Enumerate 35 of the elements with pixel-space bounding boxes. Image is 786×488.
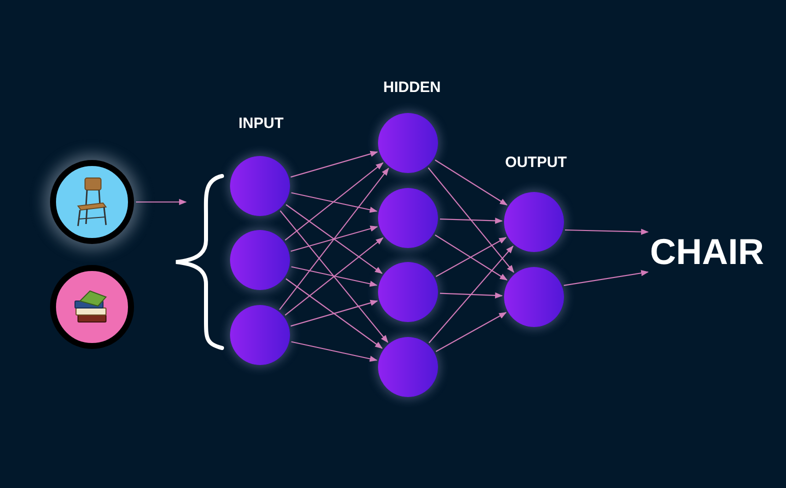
arrow <box>291 192 378 213</box>
arrow <box>279 168 389 310</box>
arrow <box>291 266 378 287</box>
arrow <box>436 312 507 352</box>
neuron-circle <box>378 188 438 248</box>
layer-heading: HIDDEN <box>383 79 441 96</box>
arrow <box>564 270 649 286</box>
picture-medallion <box>50 160 134 244</box>
neuron-circle <box>504 267 564 327</box>
arrow <box>434 160 508 206</box>
arrow <box>564 228 649 235</box>
neuron-circle <box>230 230 290 290</box>
output-label: CHAIR <box>650 232 764 272</box>
arrow <box>286 278 383 349</box>
neuron-circle <box>378 113 438 173</box>
neuron-circle <box>504 192 564 252</box>
arrow <box>428 246 514 344</box>
neuron-circle <box>230 305 290 365</box>
arrow <box>440 218 503 224</box>
layer-heading: OUTPUT <box>505 154 567 171</box>
arrow <box>290 300 378 327</box>
arrow <box>291 341 378 362</box>
arrow <box>136 198 187 206</box>
arrow <box>284 237 384 316</box>
neuron-circle <box>378 262 438 322</box>
arrow <box>290 150 378 178</box>
neuron-circle <box>378 337 438 397</box>
arrow <box>286 204 383 274</box>
arrow <box>284 162 384 241</box>
arrow <box>290 226 378 252</box>
layer-heading: INPUT <box>238 115 284 132</box>
arrow <box>428 167 514 273</box>
neuron-circle <box>230 156 290 216</box>
arrow <box>280 210 388 343</box>
arrow <box>440 292 503 299</box>
